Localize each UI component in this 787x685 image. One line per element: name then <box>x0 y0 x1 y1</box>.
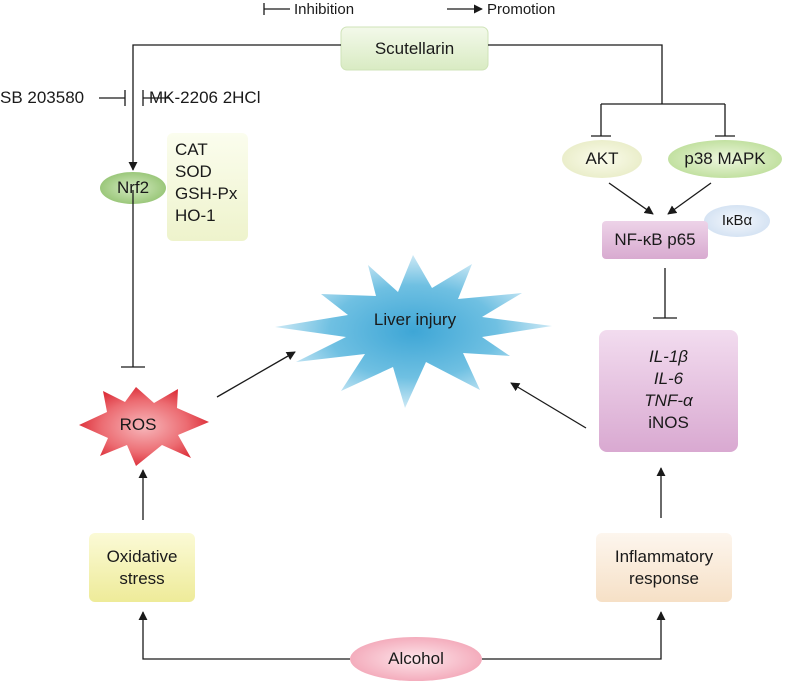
p38-mapk-node <box>668 140 782 178</box>
legend-inhibition-symbol <box>263 3 290 15</box>
akt-node <box>562 140 642 178</box>
ikba-node <box>704 205 770 237</box>
cytokine-item: IL-6 <box>653 369 684 388</box>
sb203580-label: SB 203580 <box>0 88 85 107</box>
scutellarin-node <box>340 26 489 71</box>
mk2206-label: MK-2206 2HCl <box>149 88 261 107</box>
nrf2-node <box>100 172 166 204</box>
cytokine-box <box>599 330 738 452</box>
ros-burst <box>79 387 209 466</box>
cytokine-item: iNOS <box>648 413 689 432</box>
antioxidant-item: SOD <box>175 162 212 181</box>
liver-injury-label: Liver injury <box>373 310 457 329</box>
legend-inhibition-label: Inhibition <box>294 1 355 18</box>
scutellarin-label: Scutellarin <box>374 38 455 58</box>
p38-mapk-label: p38 MAPK <box>684 149 766 168</box>
cytokine-item: IL-1β <box>648 347 688 366</box>
alcohol-node <box>350 637 482 681</box>
inflammatory-response-label: Inflammatory response <box>614 546 714 588</box>
oxidative-stress-node <box>89 533 195 602</box>
nfkb-label: NF-κB p65 <box>614 230 696 249</box>
nrf2-label: Nrf2 <box>116 178 150 197</box>
cytokine-item: TNF-α <box>644 391 693 410</box>
cytokine-list: IL-1β IL-6 TNF-α iNOS <box>599 346 738 434</box>
antioxidant-item: CAT <box>175 140 208 159</box>
edge-p38-nfkb <box>667 182 712 215</box>
ros-label: ROS <box>119 415 157 434</box>
akt-label: AKT <box>585 149 619 168</box>
legend-promotion-label: Promotion <box>487 1 556 18</box>
oxidative-stress-label: Oxidative stress <box>106 546 178 588</box>
inflammatory-response-node <box>596 533 732 602</box>
antioxidant-item: HO-1 <box>175 206 216 225</box>
antioxidant-box <box>167 133 248 241</box>
edge-ros-liver <box>216 351 296 398</box>
edge-scutellarin-nrf2 <box>128 44 341 171</box>
nfkb-node <box>602 221 708 259</box>
liver-injury-burst <box>275 255 552 408</box>
edge-alcohol-inflammatory <box>482 611 666 660</box>
antioxidant-list: CAT SOD GSH-Px HO-1 <box>175 139 237 227</box>
edge-alcohol-oxidative <box>138 611 350 660</box>
ikba-label: IκBα <box>721 212 753 229</box>
antioxidant-item: GSH-Px <box>175 184 238 203</box>
edge-cytokines-liver <box>510 382 587 429</box>
edge-scutellarin-branch <box>488 44 663 104</box>
alcohol-label: Alcohol <box>388 649 444 668</box>
edge-akt-nfkb <box>608 182 654 215</box>
